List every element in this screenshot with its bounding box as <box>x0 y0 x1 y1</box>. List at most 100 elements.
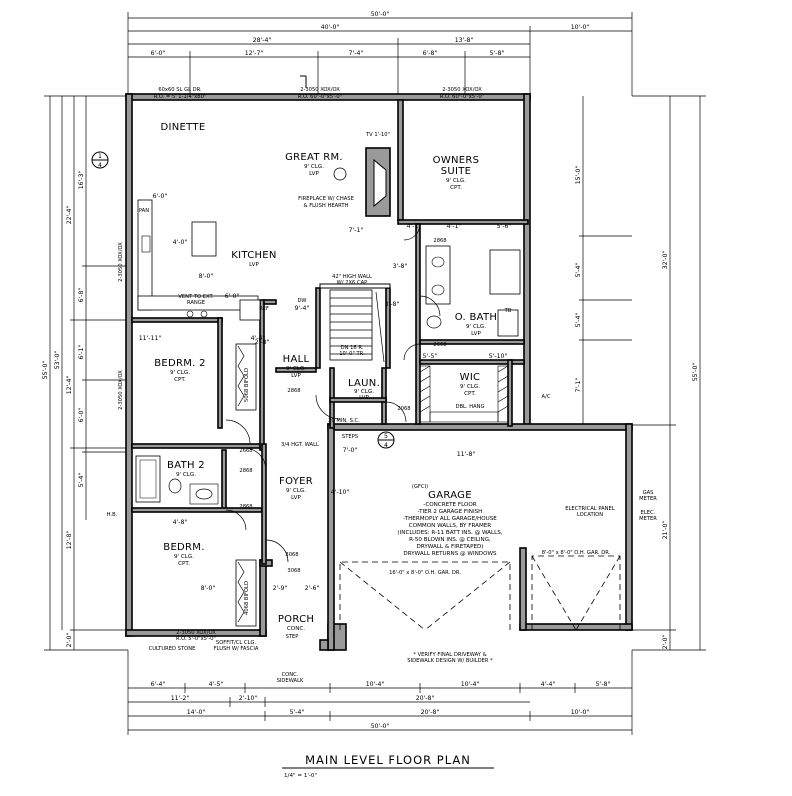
foyer-ceiling: 9' CLG. <box>286 488 306 494</box>
dim-top-5: 5'-8" <box>490 50 505 57</box>
dim-right-5a: 5'-4" <box>575 263 582 278</box>
dim-bot-10b: 10'-4" <box>461 681 480 688</box>
note-elec-panel: ELECTRICAL PANEL <box>565 506 615 512</box>
dim-bot-2: 2'-10" <box>239 695 258 702</box>
note-bifold: 5068 BIFOLD <box>244 368 250 402</box>
note-half-wall: 3/4 HGT. WALL <box>281 442 319 448</box>
int-dim-16: 8'-0" <box>201 585 216 592</box>
note-verify: * VERIFY FINAL DRIVEWAY & <box>413 652 486 658</box>
note-elec-panel2: LOCATION <box>577 512 603 518</box>
dim-bot-10a: 10'-4" <box>366 681 385 688</box>
owners-ceiling: 9' CLG. <box>446 178 466 184</box>
room-labels: DINETTE GREAT RM. 9' CLG. LVP OWNERS SUI… <box>154 122 503 632</box>
note-soffit: SOFFIT/CL CLG. <box>216 640 256 646</box>
int-dim-21: 3'-8" <box>393 263 408 270</box>
note-dbl-hang: DBL. HANG <box>455 404 484 410</box>
o-bath-ceiling: 9' CLG. <box>466 324 486 330</box>
room-bedrm: BEDRM. <box>163 542 204 553</box>
dim-right-2: 2'-0" <box>662 635 669 650</box>
dim-top-12: 12'-7" <box>245 50 264 57</box>
title-block: MAIN LEVEL FLOOR PLAN 1/4" = 1'-0" <box>282 753 494 779</box>
room-hall: HALL <box>283 354 310 365</box>
note-firedoor: 20 MIN. S.C. <box>328 418 360 424</box>
garage-line-7: DRYWALL & FIRETAPED) <box>417 544 484 550</box>
note-ref: REF <box>259 306 269 312</box>
note-door-3068: 3068 <box>285 552 298 558</box>
plan-scale: 1/4" = 1'-0" <box>284 773 317 779</box>
int-dim-12: 5'-5" <box>423 353 438 360</box>
foyer-floor: LVP <box>291 495 301 501</box>
dim-left-6a: 6'-8" <box>78 288 85 303</box>
dim-left-12b: 12'-8" <box>66 531 73 550</box>
left-dimensions: 55'-0" 53'-0" 22'-4" 12'-4" 12'-8" 2'-0"… <box>42 95 128 651</box>
int-dim-19: 2'-9" <box>273 585 288 592</box>
dim-left-53: 53'-0" <box>54 351 61 370</box>
note-win-top1: 60x60 SL GL DR. <box>158 87 202 93</box>
int-dim-2: 4'-0" <box>173 239 188 246</box>
note-win-bot: 2-3050 XOX/OX <box>176 630 216 636</box>
dim-top-6: 6'-0" <box>151 50 166 57</box>
int-dim-18: 2'-8" <box>255 339 270 346</box>
int-dim-9: 4'-1" <box>407 223 422 230</box>
bedrm2-ceiling: 9' CLG. <box>170 370 190 376</box>
note-high-wall: 42" HIGH WALL <box>332 274 372 280</box>
note-win-top3: 2-3050 XOX/OX <box>442 87 482 93</box>
note-hb: H.B. <box>107 512 118 518</box>
note-elec-meter2: METER <box>639 516 657 522</box>
note-fireplace2: & FLUSH HEARTH <box>304 203 349 209</box>
dim-bot-5: 5'-8" <box>596 681 611 688</box>
note-door-2668b: 2668 <box>433 342 446 348</box>
int-dim-1: 6'-0" <box>153 193 168 200</box>
note-bifold2: 4068 BIFOLD <box>244 581 250 615</box>
bath-fixtures <box>135 245 521 505</box>
note-door-2868b: 2868 <box>239 468 252 474</box>
dim-left-22: 22'-4" <box>66 206 73 225</box>
note-door-2868d: 2868 <box>433 238 446 244</box>
bedrm-floor: CPT. <box>178 561 190 567</box>
dim-right-15: 15'-0" <box>575 166 582 185</box>
garage-line-5: (INCLUDES: R-11 BATT INS. @ WALLS, <box>397 530 502 536</box>
room-kitchen: KITCHEN <box>231 250 276 261</box>
dim-top-28: 28'-4" <box>253 37 272 44</box>
int-dim-13: 5'-10" <box>489 353 508 360</box>
int-dim-15: 7'-0" <box>343 447 358 454</box>
room-great-rm: GREAT RM. <box>285 152 343 163</box>
note-dw: DW <box>297 298 306 304</box>
hall-ceiling: 9' CLG. <box>286 366 306 372</box>
garage-line-6: R-50 BLOWN INS. @ CEILING, <box>409 537 491 543</box>
dim-left-6b: 6'-1" <box>78 345 85 360</box>
note-gas-meter: GAS <box>643 490 654 496</box>
dim-bot-6: 6'-4" <box>151 681 166 688</box>
note-win-top1b: R.O. = 5' 1-1/4"x80" <box>154 94 207 100</box>
section-marker-b-bot: 4 <box>384 442 388 449</box>
note-gar-door1: 16'-0" x 8'-0" O.H. GAR. DR. <box>389 570 461 576</box>
dim-bot-14: 14'-0" <box>187 709 206 716</box>
bath2-ceiling: 9' CLG. <box>176 472 196 478</box>
room-garage: GARAGE <box>428 490 472 501</box>
note-cultured-stone: CULTURED STONE <box>149 646 196 652</box>
note-win-left2: 2-3050 XOX/OX <box>118 370 124 410</box>
note-ac: A/C <box>542 394 551 400</box>
bottom-dimensions: 6'-4" 4'-5" 10'-4" 10'-4" 4'-4" 5'-8" 11… <box>127 650 633 735</box>
room-o-bath: O. BATH <box>455 312 497 323</box>
int-dim-7: 9'-4" <box>295 305 310 312</box>
dim-top-40: 40'-0" <box>321 24 340 31</box>
room-foyer: FOYER <box>279 476 313 487</box>
note-win-bot2: R.O. 5'-0"x5'-0" <box>176 636 216 642</box>
int-dim-8: 7'-1" <box>349 227 364 234</box>
room-porch: PORCH <box>278 614 314 625</box>
top-dimensions: 50'-0" 40'-0" 10'-0" 28'-4" 13'-8" 6'-0"… <box>127 11 633 96</box>
int-dim-6: 4'-4" <box>251 335 266 342</box>
dim-right-21: 21'-0" <box>662 521 669 540</box>
dim-left-6c: 6'-0" <box>78 408 85 423</box>
dim-bot-5b: 5'-4" <box>290 709 305 716</box>
section-marker-a-top: 1 <box>98 153 102 160</box>
garage-line-1: -CONCRETE FLOOR <box>423 502 477 508</box>
room-bath2: BATH 2 <box>167 460 205 471</box>
section-marker-b-top: 5 <box>384 433 388 440</box>
dim-bot-4: 4'-5" <box>209 681 224 688</box>
note-dn2: 10'-0" TR. <box>339 351 365 357</box>
note-steps: STEPS <box>342 434 358 440</box>
door-swings <box>225 223 441 563</box>
